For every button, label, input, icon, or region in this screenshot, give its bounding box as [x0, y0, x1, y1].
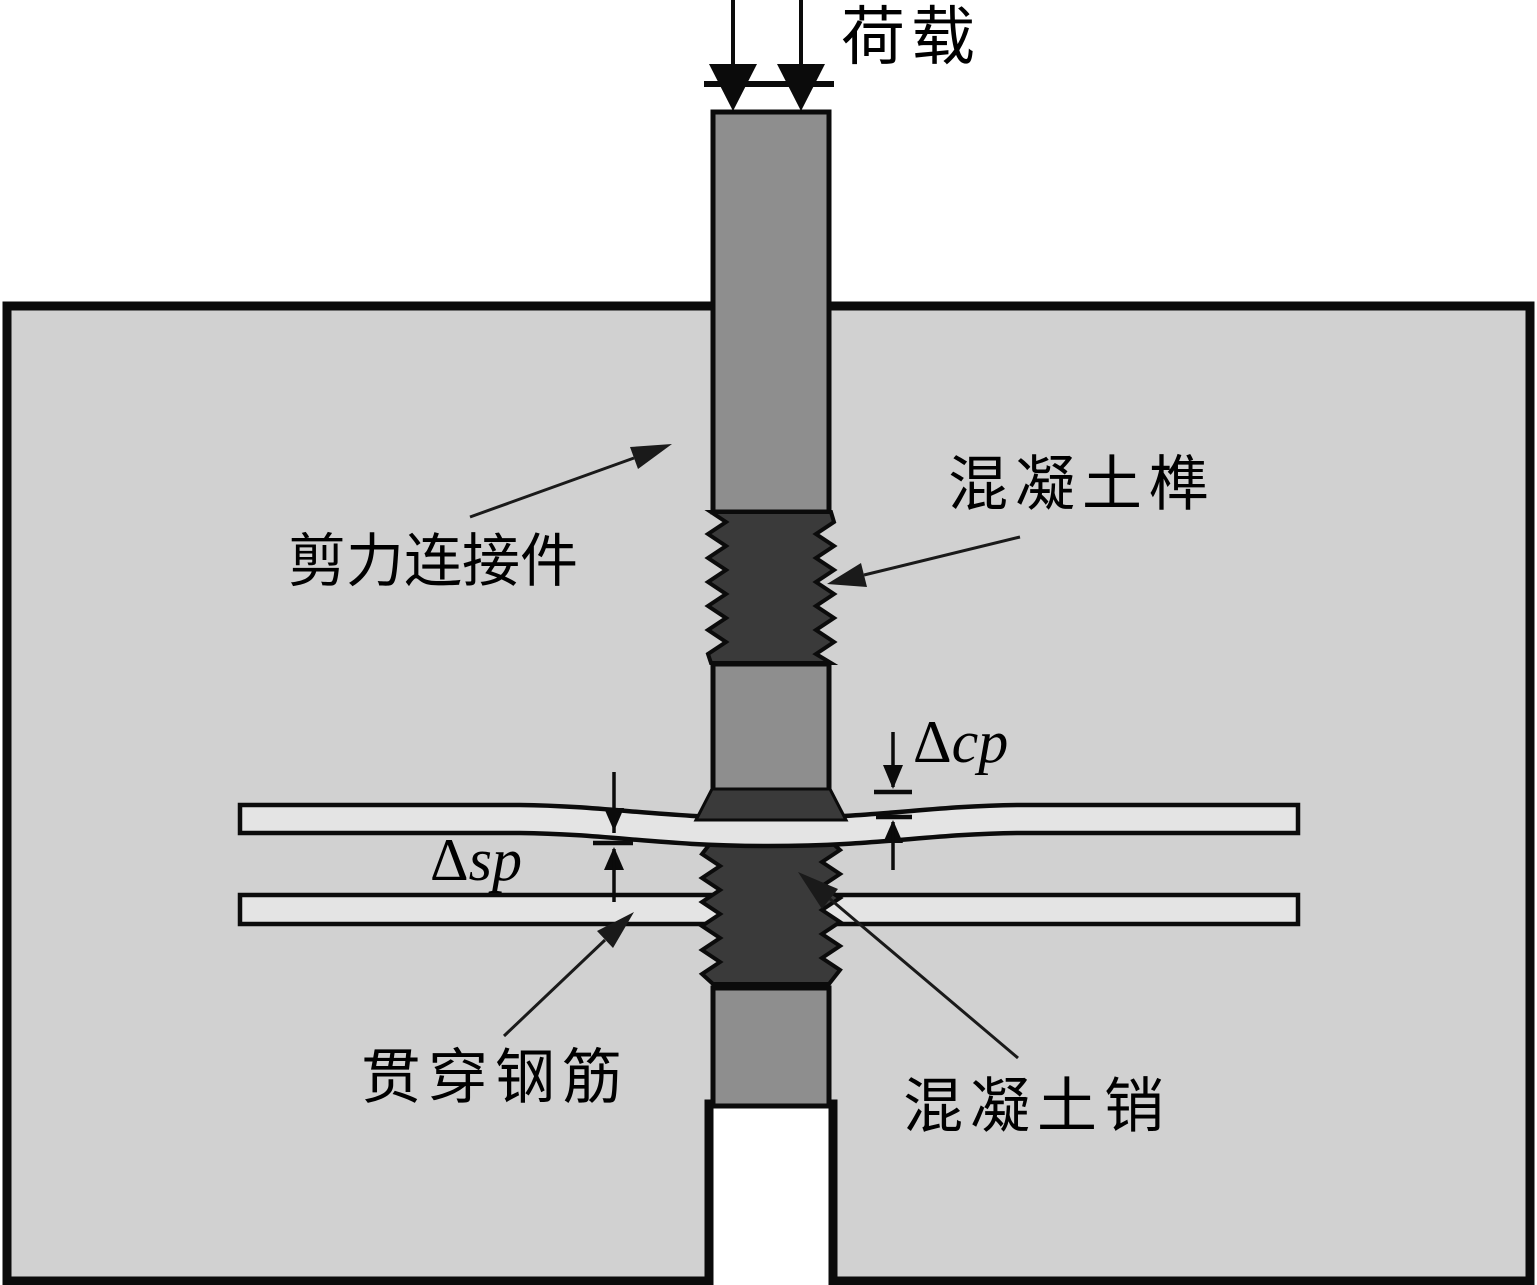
delta-symbol: Δ	[913, 709, 952, 775]
upper-rebar-bar	[237, 802, 1301, 849]
connector-column-top	[710, 109, 832, 515]
sp-letters: sp	[468, 827, 522, 893]
shear-connector-label: 剪力连接件	[288, 529, 579, 594]
load-label: 荷载	[841, 2, 981, 73]
delta-sp-dimension	[593, 772, 633, 902]
load-arrowhead-right-icon	[777, 64, 825, 111]
delta-cp-dimension	[874, 732, 912, 870]
leader-arrowhead-icon	[597, 912, 634, 948]
delta-sp-label: Δsp	[430, 830, 522, 890]
load-arrow-line-right	[799, 0, 803, 70]
concrete-tenon-label: 混凝土榫	[948, 452, 1216, 518]
through-rebar-leader	[502, 912, 634, 1038]
connector-column-bottom	[710, 985, 832, 1109]
dim-arrow-down-icon	[883, 765, 903, 789]
load-bar-line	[704, 81, 834, 87]
load-arrowhead-left-icon	[709, 64, 757, 111]
column-flare-shape	[693, 787, 849, 822]
delta-symbol: Δ	[430, 827, 469, 893]
concrete-dowel-label: 混凝土销	[903, 1074, 1171, 1140]
load-arrow-line-left	[731, 0, 735, 70]
leader-arrowhead-icon	[827, 563, 867, 587]
leader-arrowhead-icon	[630, 444, 672, 469]
concrete-dowel-leader	[798, 872, 1019, 1060]
concrete-tenon-shape	[704, 510, 839, 665]
concrete-tenon-leader	[827, 535, 1021, 587]
concrete-dowel-shape	[698, 838, 844, 986]
delta-cp-label: Δcp	[913, 712, 1008, 772]
load-arrows	[704, 0, 834, 111]
connector-column-middle	[710, 661, 832, 795]
leader-arrowhead-icon	[798, 872, 838, 909]
shear-connector-leader	[469, 444, 672, 519]
cp-letters: cp	[951, 709, 1009, 775]
dim-arrow-down-icon	[604, 808, 624, 831]
through-rebar-label: 贯穿钢筋	[361, 1045, 629, 1111]
